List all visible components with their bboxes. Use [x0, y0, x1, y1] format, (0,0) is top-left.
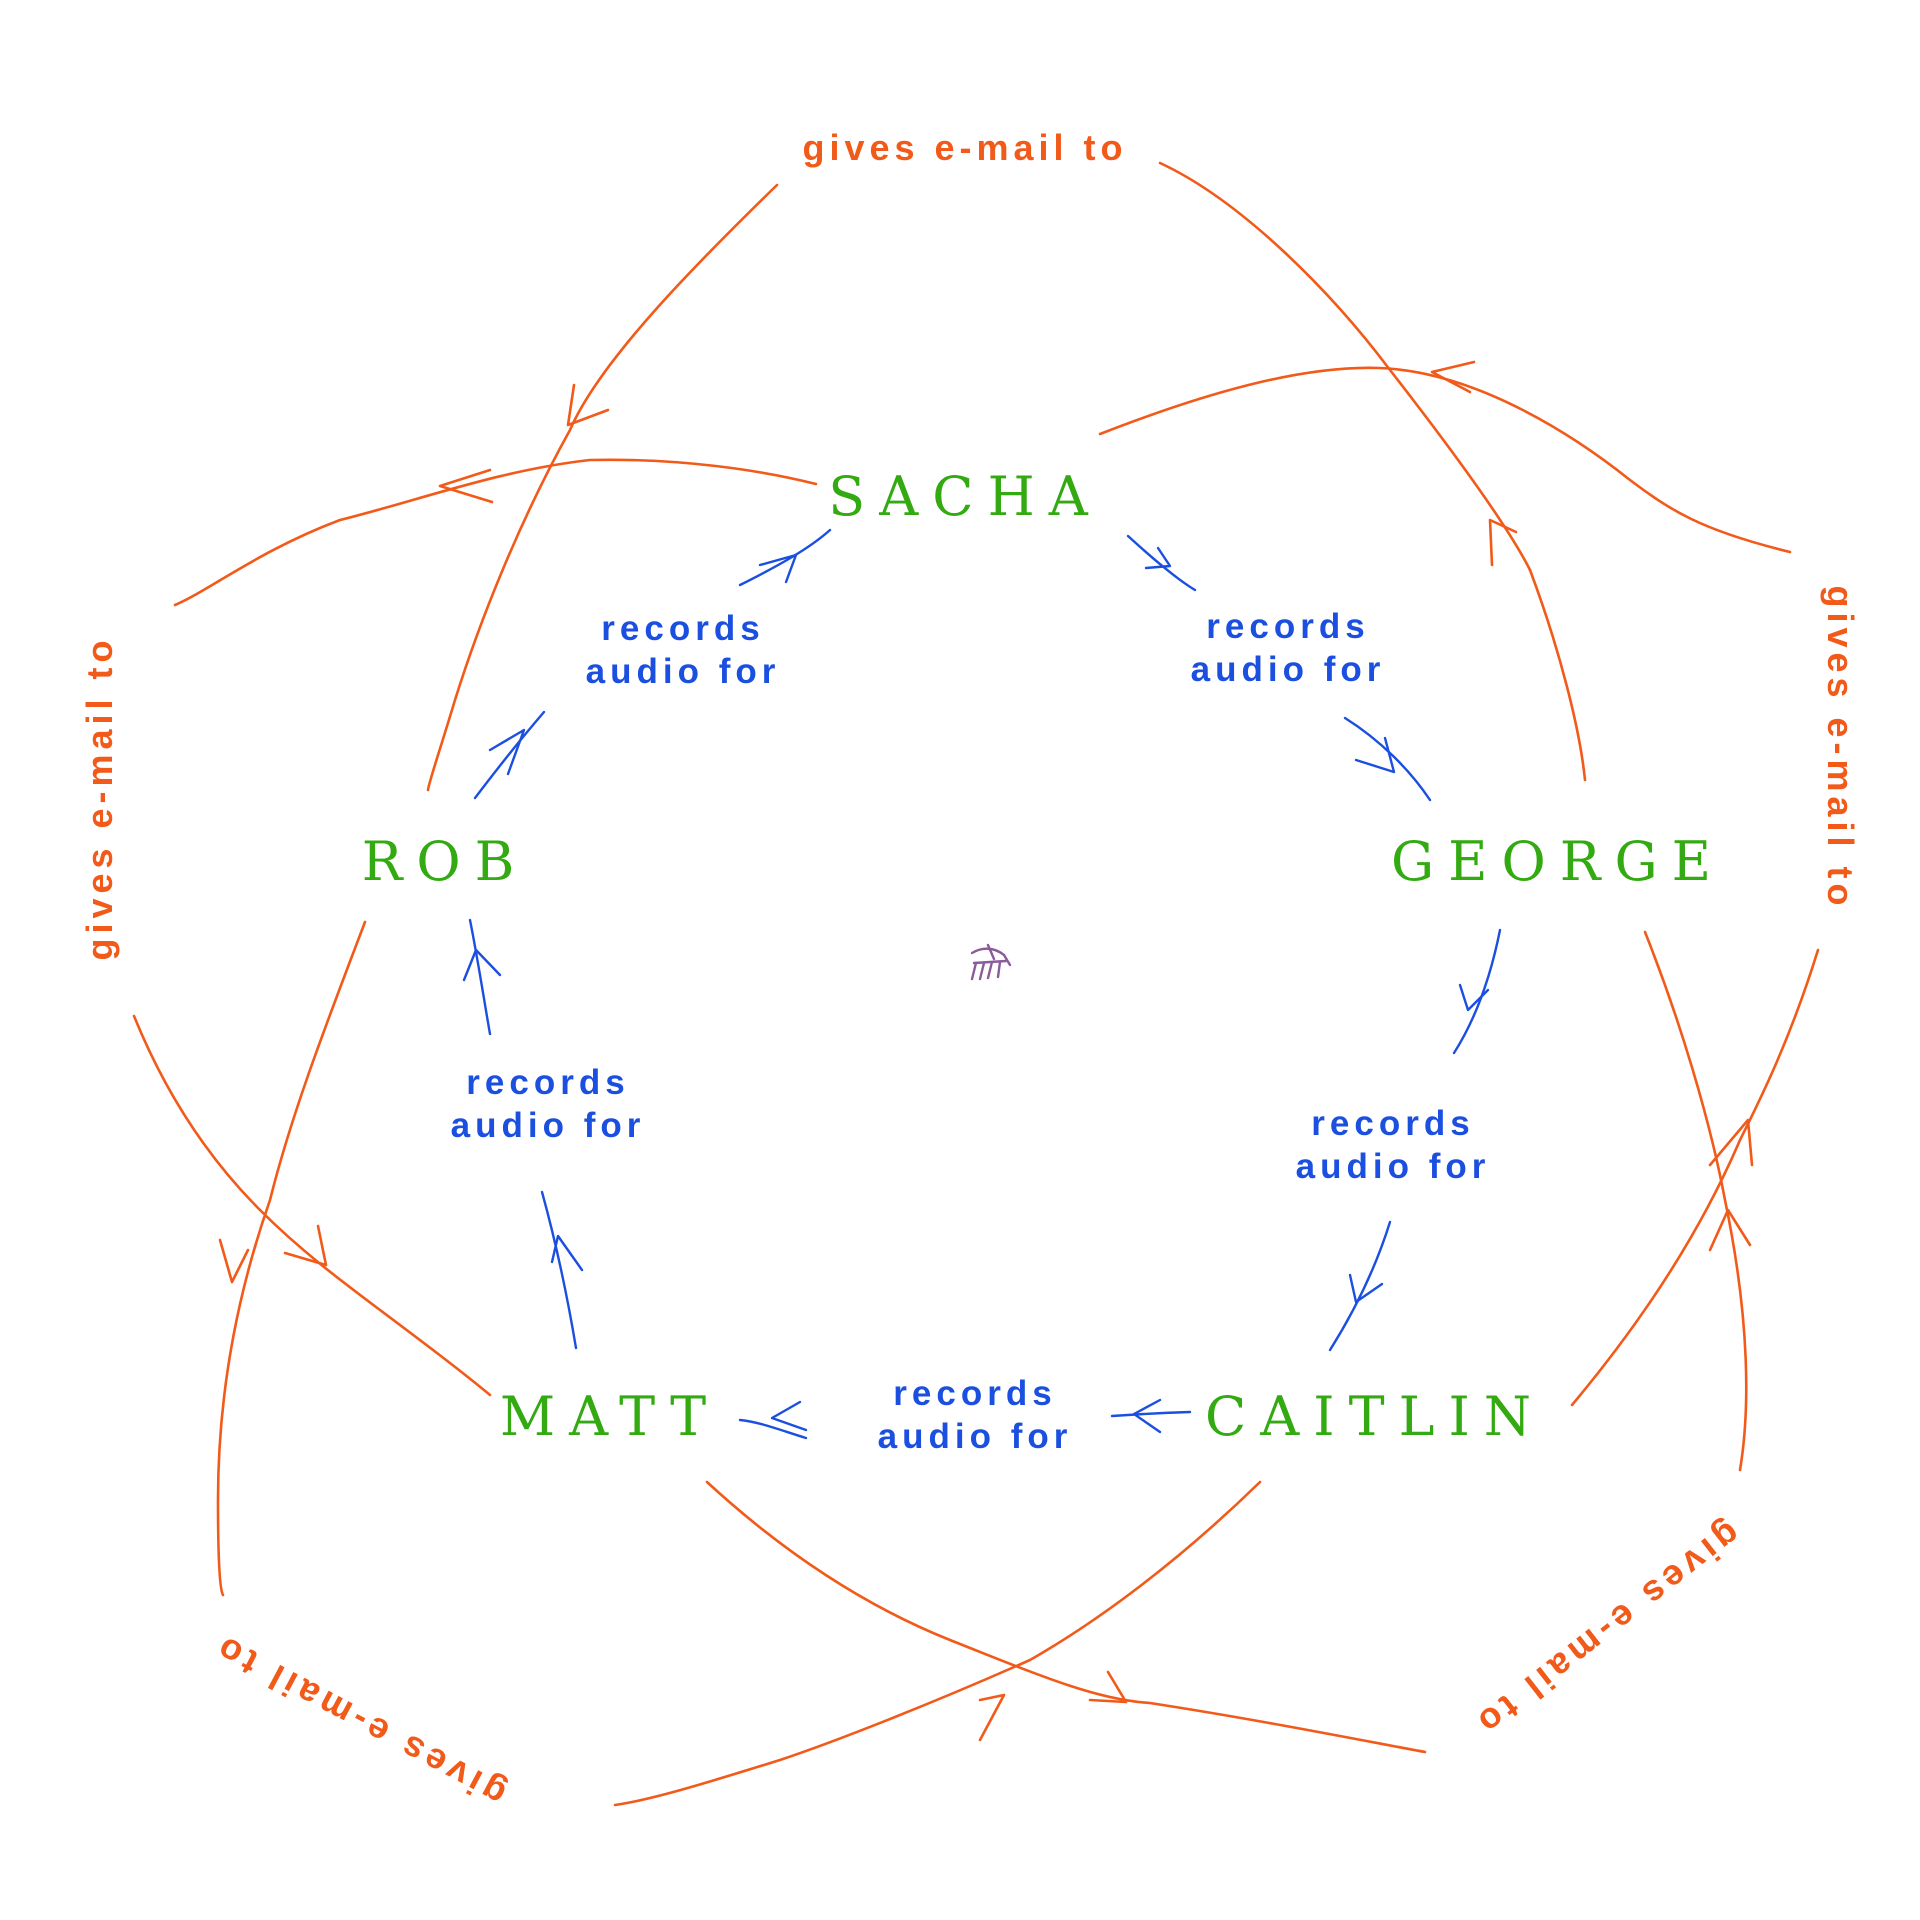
- records-label-george-caitlin: records audio for: [1296, 1104, 1491, 1186]
- email-curve-bottom-right-a: [1643, 930, 1748, 1472]
- records-arrow-head-matt-rob-b: [462, 948, 502, 982]
- records-arrow-matt-rob-b: [468, 918, 492, 1036]
- records-arrow-head-rob-sacha-a: [488, 728, 526, 776]
- email-curve-left-upper: [173, 458, 818, 607]
- records-arrow-caitlin-matt-b: [738, 1418, 808, 1440]
- records-arrow-sacha-george-b: [1343, 716, 1432, 802]
- email-curve-top-right: [1158, 161, 1532, 572]
- email-label-bottom-left: gives e-mail to: [206, 1627, 512, 1816]
- records-label-line1: records: [601, 609, 764, 648]
- email-arrow-top-right: [1488, 518, 1518, 567]
- records-label-line2: audio for: [878, 1417, 1073, 1456]
- email-arrow-right-lower: [1708, 1118, 1754, 1167]
- records-label-sacha-george: records audio for: [1191, 607, 1386, 689]
- records-label-line1: records: [466, 1063, 629, 1102]
- records-label-sacha-rob: records audio for: [586, 609, 781, 691]
- email-label-bottom-right: gives e-mail to: [1467, 1514, 1748, 1746]
- email-label-top: gives e-mail to: [802, 127, 1127, 168]
- records-arrow-sacha-george-a: [1126, 534, 1197, 592]
- email-curve-top-right-b: [1528, 568, 1587, 782]
- email-curves: [132, 161, 1820, 1807]
- person-nodes: SACHA GEORGE CAITLIN MATT ROB: [362, 465, 1725, 1448]
- email-label-right: gives e-mail to: [1820, 585, 1861, 910]
- node-sacha: SACHA: [828, 465, 1101, 528]
- email-curve-bottom-left-a: [613, 1480, 1262, 1807]
- records-arrow-head-sacha-george-b: [1354, 736, 1396, 774]
- email-arrow-top-left: [566, 383, 610, 427]
- node-george: GEORGE: [1391, 830, 1725, 893]
- records-label-line2: audio for: [1191, 650, 1386, 689]
- records-label-matt-rob: records audio for: [451, 1063, 646, 1145]
- records-arrow-caitlin-matt-a: [1110, 1410, 1192, 1418]
- email-curve-bottom-left-b: [216, 920, 367, 1597]
- email-curve-right-lower: [1570, 948, 1820, 1407]
- email-curve-bottom-right-b: [705, 1480, 1427, 1754]
- email-arrow-bottom-left-b: [218, 1238, 250, 1284]
- records-arrow-head-matt-rob-a: [550, 1234, 584, 1272]
- email-arrow-bottom-left-a: [978, 1693, 1006, 1742]
- records-labels: records audio for records audio for reco…: [451, 607, 1491, 1456]
- node-rob: ROB: [362, 830, 529, 893]
- records-arrow-rob-sacha-a: [473, 710, 546, 800]
- email-arrow-left-upper: [438, 468, 494, 504]
- records-label-line1: records: [1311, 1104, 1474, 1143]
- signature-mark-icon: [970, 943, 1012, 981]
- email-arrow-right-upper: [1430, 360, 1476, 394]
- records-arrow-head-caitlin-matt-a: [1132, 1398, 1162, 1434]
- email-curve-left-lower: [132, 1014, 492, 1397]
- records-label-line1: records: [1206, 607, 1369, 646]
- records-label-line2: audio for: [586, 652, 781, 691]
- node-matt: MATT: [500, 1385, 720, 1448]
- records-arrow-head-george-caitlin-a: [1458, 983, 1490, 1012]
- records-arrows: [462, 528, 1502, 1440]
- records-arrow-head-rob-sacha-b: [758, 553, 798, 584]
- email-arrow-left-lower: [283, 1224, 328, 1267]
- records-label-line1: records: [893, 1374, 1056, 1413]
- records-arrow-george-caitlin-b: [1328, 1220, 1392, 1352]
- records-arrow-head-sacha-george-a: [1144, 546, 1172, 570]
- email-label-left: gives e-mail to: [79, 635, 120, 960]
- email-curve-right-upper: [1098, 366, 1792, 554]
- email-arrow-bottom-right-a: [1708, 1208, 1752, 1252]
- records-label-caitlin-matt: records audio for: [878, 1374, 1073, 1456]
- records-arrow-head-caitlin-matt-b: [770, 1400, 808, 1432]
- node-caitlin: CAITLIN: [1205, 1385, 1545, 1448]
- records-arrow-matt-rob-a: [540, 1190, 578, 1350]
- records-arrow-head-george-caitlin-b: [1348, 1273, 1384, 1304]
- records-label-line2: audio for: [1296, 1147, 1491, 1186]
- email-arrow-bottom-right-b: [1088, 1670, 1128, 1704]
- email-curve-top-left: [426, 183, 779, 792]
- records-label-line2: audio for: [451, 1106, 646, 1145]
